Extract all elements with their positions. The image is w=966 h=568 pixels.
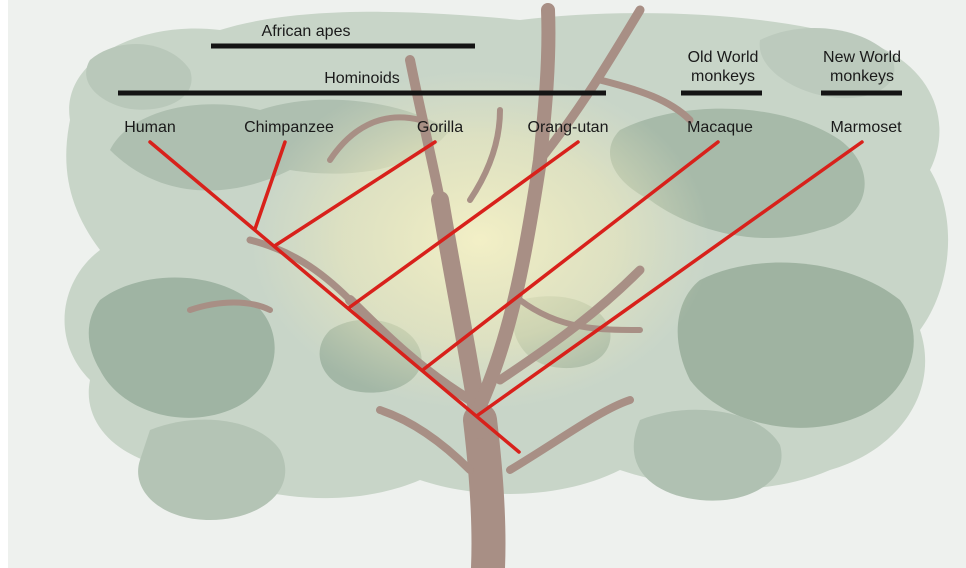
- label-gorilla: Gorilla: [417, 119, 463, 136]
- label-african-apes: African apes: [262, 23, 351, 40]
- label-macaque: Macaque: [687, 119, 753, 136]
- label-chimpanzee: Chimpanzee: [244, 119, 334, 136]
- label-old-world-2: monkeys: [691, 68, 755, 85]
- label-new-world-2: monkeys: [830, 68, 894, 85]
- label-hominoids: Hominoids: [324, 70, 400, 87]
- frame-edge: [0, 0, 8, 568]
- label-orangutan: Orang-utan: [528, 119, 609, 136]
- label-old-world-1: Old World: [688, 49, 759, 66]
- label-marmoset: Marmoset: [830, 119, 902, 136]
- label-human: Human: [124, 119, 176, 136]
- label-new-world-1: New World: [823, 49, 901, 66]
